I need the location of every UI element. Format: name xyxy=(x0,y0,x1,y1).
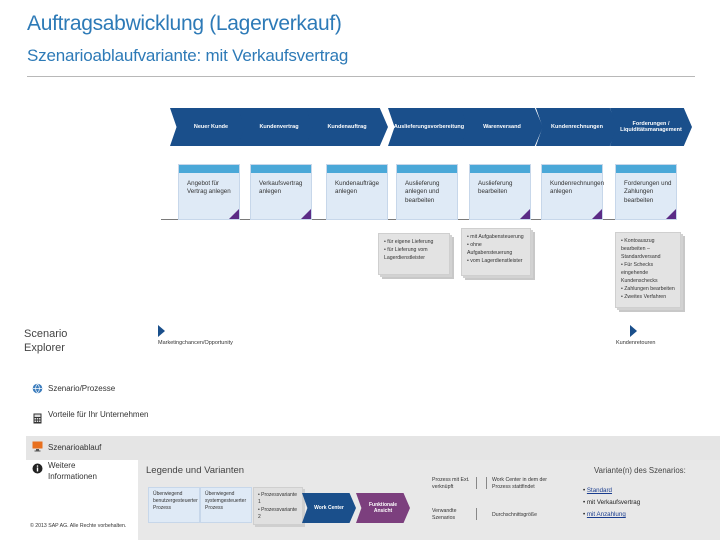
step-receivables[interactable]: Forderungen und Zahlungen bearbeiten xyxy=(615,164,677,220)
step-customer-orders[interactable]: Kundenaufträge anlegen xyxy=(326,164,388,220)
corner-marker-icon xyxy=(520,209,530,219)
corner-marker-icon xyxy=(229,209,239,219)
note-delivery-variants[interactable]: für eigene Lieferung für Lieferung vom L… xyxy=(378,233,450,275)
legend-separator xyxy=(486,477,487,489)
legend-user-process: Überwiegend benutzergesteuerter Prozess xyxy=(148,487,200,523)
phase-customer-order[interactable]: Kundenauftrag xyxy=(306,108,388,146)
phase-receivables-liquidity[interactable]: Forderungen / Liquiditätsmanagement xyxy=(610,108,692,146)
legend-separator xyxy=(476,508,477,520)
legend-functional-view: Funktionale Ansicht xyxy=(356,493,410,523)
flow-start-marker-icon xyxy=(158,325,165,337)
step-label: Kundenaufträge anlegen xyxy=(335,180,380,196)
step-sales-contract[interactable]: Verkaufsvertrag anlegen xyxy=(250,164,312,220)
step-label: Angebot für Vertrag anlegen xyxy=(187,180,231,196)
calculator-icon xyxy=(33,413,42,424)
flow-end-marker-icon xyxy=(630,325,637,337)
nav-scenario-flow[interactable]: Szenarioablauf xyxy=(48,443,102,452)
step-delivery-create[interactable]: Auslieferung anlegen und bearbeiten xyxy=(396,164,458,220)
note-item: Zahlungen bearbeiten xyxy=(621,285,675,293)
step-customer-invoices[interactable]: Kundenrechnungen anlegen xyxy=(541,164,605,220)
legend-variant-item: • Prozessvariante 2 xyxy=(258,506,297,520)
legend-work-center-note: Work Center in dem der Prozess stattfind… xyxy=(492,477,547,491)
step-label: Kundenrechnungen anlegen xyxy=(550,180,605,196)
nav-scenario-processes[interactable]: Szenario/Prozesse xyxy=(48,384,116,393)
legend-variant-item: • Prozessvariante 1 xyxy=(258,492,297,506)
phase-new-customer[interactable]: Neuer Kunde xyxy=(170,108,252,146)
step-offer-contract[interactable]: Angebot für Vertrag anlegen xyxy=(178,164,240,220)
variant-standard[interactable]: • Standard xyxy=(583,487,613,494)
note-item: mit Aufgabensteuerung xyxy=(467,233,525,241)
variants-title: Variante(n) des Szenarios: xyxy=(594,466,686,475)
monitor-icon xyxy=(32,441,43,452)
note-item: Zweites Verfahren xyxy=(621,293,675,301)
note-shipping-variants[interactable]: mit Aufgabensteuerung ohne Aufgabensteue… xyxy=(461,228,531,276)
step-label: Auslieferung bearbeiten xyxy=(478,180,513,196)
corner-marker-icon xyxy=(301,209,311,219)
note-item: ohne Aufgabensteuerung xyxy=(467,241,525,257)
legend-work-center: Work Center xyxy=(302,493,356,523)
legend-separator xyxy=(476,477,477,489)
step-delivery-process[interactable]: Auslieferung bearbeiten xyxy=(469,164,531,220)
copyright: © 2013 SAP AG. Alle Rechte vorbehalten. xyxy=(30,523,127,529)
step-label: Forderungen und Zahlungen bearbeiten xyxy=(624,180,672,204)
scenario-explorer-label: Scenario Explorer xyxy=(24,328,68,355)
phase-delivery-preparation[interactable]: Auslieferungsvorbereitung xyxy=(388,108,470,146)
nav-more-info[interactable]: Weitere Informationen xyxy=(48,461,97,481)
legend-title: Legende und Varianten xyxy=(146,465,245,476)
step-label: Verkaufsvertrag anlegen xyxy=(259,180,303,196)
page-subtitle: Szenarioablaufvariante: mit Verkaufsvert… xyxy=(27,46,349,65)
legend-process-variants: • Prozessvariante 1 • Prozessvariante 2 xyxy=(253,487,303,525)
phase-customer-invoices[interactable]: Kundenrechnungen xyxy=(536,108,618,146)
nav-active-highlight xyxy=(26,436,720,460)
globe-icon xyxy=(32,383,43,394)
note-payment-variants[interactable]: Kontoauszug bearbeiten – Standardversand… xyxy=(615,232,681,308)
info-icon xyxy=(32,463,43,474)
flow-end-label[interactable]: Kundenretouren xyxy=(616,340,656,346)
legend-system-process: Überwiegend systemgesteuerter Prozess xyxy=(200,487,252,523)
note-item: Für Schecks eingehende Kundenschecks xyxy=(621,261,675,285)
corner-marker-icon xyxy=(666,209,676,219)
title-divider xyxy=(27,76,695,77)
flow-start-label[interactable]: Marketingchancen/Opportunity xyxy=(158,340,233,346)
step-label: Auslieferung anlegen und bearbeiten xyxy=(405,180,440,204)
corner-marker-icon xyxy=(592,209,602,219)
note-item: Kontoauszug bearbeiten – Standardversand xyxy=(621,237,675,261)
legend-related-scenarios: Verwandte Szenarios xyxy=(432,508,457,522)
note-item: für eigene Lieferung xyxy=(384,238,444,246)
note-item: für Lieferung vom Lagerdienstleister xyxy=(384,246,444,262)
page-title: Auftragsabwicklung (Lagerverkauf) xyxy=(27,12,342,35)
legend-linked-process: Prozess mit Ext. verknüpft xyxy=(432,477,470,491)
variant-sales-contract: • mit Verkaufsvertrag xyxy=(583,499,641,506)
nav-benefits[interactable]: Vorteile für Ihr Unternehmen xyxy=(48,410,149,419)
phase-customer-contract[interactable]: Kundenvertrag xyxy=(238,108,320,146)
legend-average-size: Durchschnittsgröße xyxy=(492,512,537,518)
note-item: vom Lagerdienstleister xyxy=(467,257,525,265)
phase-goods-shipping[interactable]: Warenversand xyxy=(461,108,543,146)
variant-down-payment[interactable]: • mit Anzahlung xyxy=(583,511,626,518)
